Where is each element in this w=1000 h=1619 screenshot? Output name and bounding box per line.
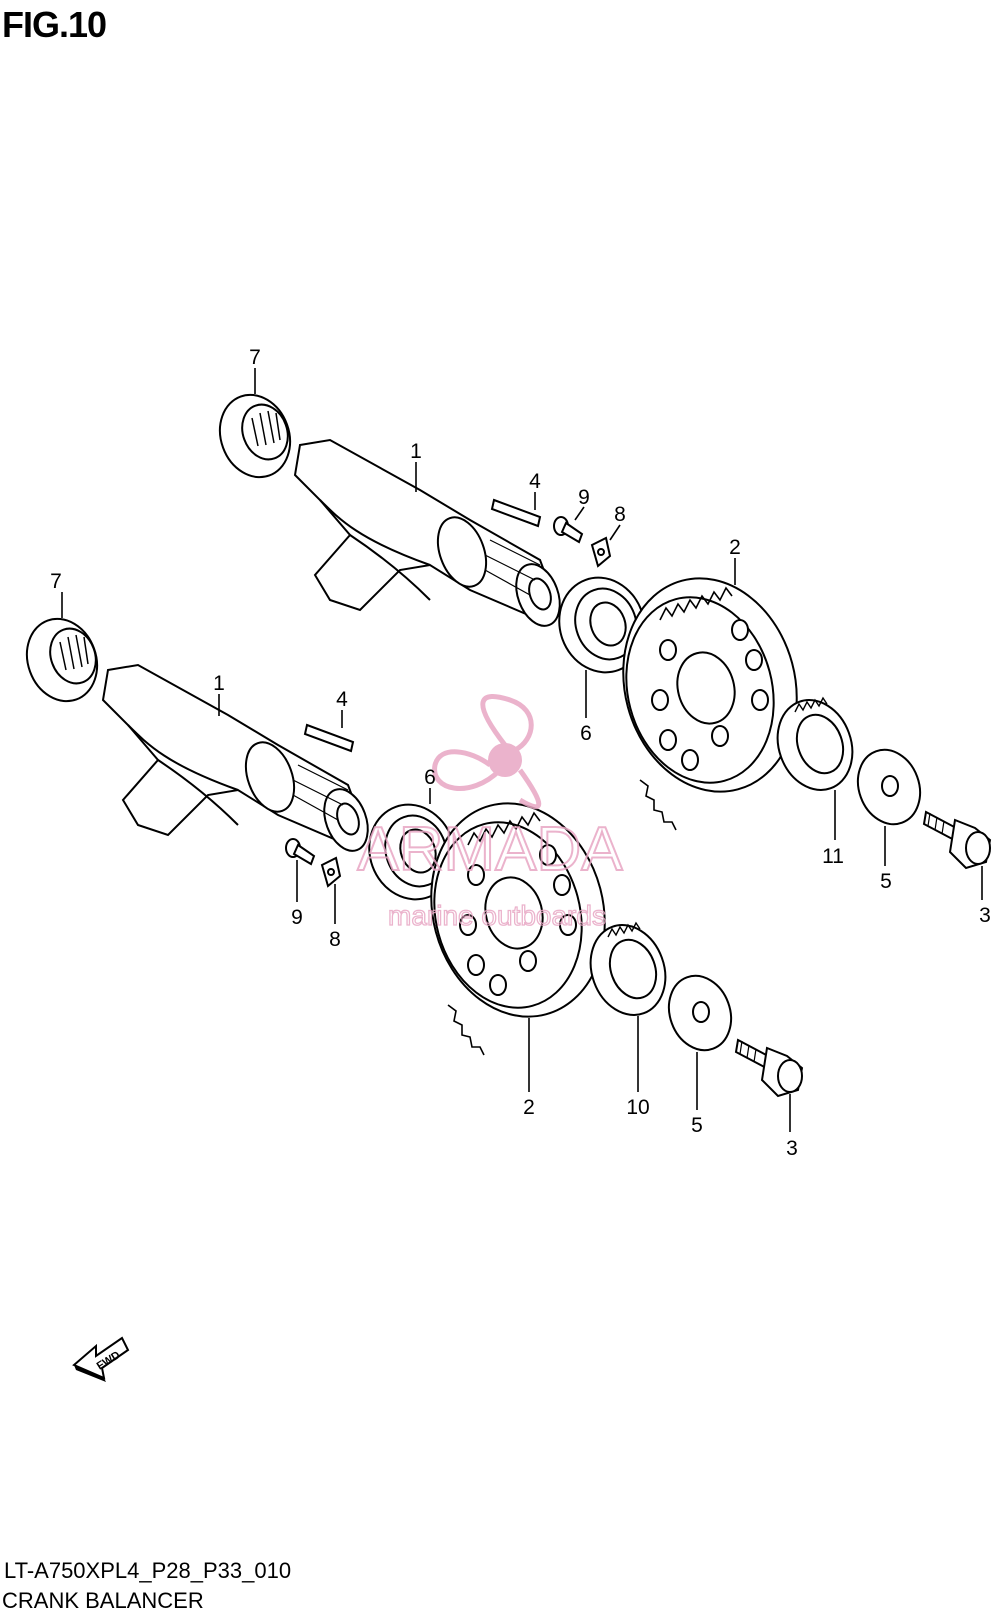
lower-plate bbox=[320, 856, 342, 888]
section-name: CRANK BALANCER bbox=[2, 1588, 204, 1613]
leader-lines bbox=[61, 368, 983, 1132]
callout-lower-washer: 5 bbox=[691, 1114, 703, 1137]
callout-lower-spline-gear: 10 bbox=[626, 1096, 649, 1119]
model-code: LT-A750XPL4_P28_P33_010 bbox=[4, 1558, 292, 1583]
watermark-brand: ARMADA bbox=[357, 815, 623, 884]
upper-key bbox=[490, 498, 542, 528]
figure-title: FIG.10 bbox=[2, 4, 107, 45]
lower-spline-gear bbox=[589, 921, 667, 1016]
lower-balancer-gear bbox=[430, 802, 606, 1056]
callout-upper-plate: 8 bbox=[614, 503, 626, 526]
callout-lower-key: 4 bbox=[336, 688, 348, 711]
watermark-tagline: marine outboards bbox=[388, 900, 606, 931]
callout-upper-bearing: 7 bbox=[249, 346, 261, 369]
callout-lower-bolt: 3 bbox=[786, 1137, 798, 1160]
upper-balancer-shaft bbox=[293, 438, 561, 627]
lower-key bbox=[303, 723, 355, 753]
upper-flange-bolt bbox=[922, 810, 992, 870]
upper-needle-bearing bbox=[218, 393, 292, 479]
watermark-logo: ARMADA marine outboards bbox=[356, 694, 624, 932]
lower-flange-bolt bbox=[734, 1038, 804, 1098]
upper-plate bbox=[590, 536, 612, 568]
callout-upper-small-bolt: 9 bbox=[578, 486, 590, 509]
callout-upper-key: 4 bbox=[529, 470, 541, 493]
lower-washer bbox=[667, 974, 733, 1052]
upper-spline-gear bbox=[776, 696, 854, 791]
callout-upper-bolt: 3 bbox=[979, 904, 991, 927]
callout-lower-plate: 8 bbox=[329, 928, 341, 951]
upper-balancer-gear bbox=[622, 577, 798, 831]
callout-lower-gear: 2 bbox=[523, 1096, 535, 1119]
upper-ball-bearing bbox=[558, 576, 646, 674]
lower-needle-bearing bbox=[25, 617, 99, 703]
upper-small-bolt bbox=[553, 516, 584, 544]
callout-upper-gear: 2 bbox=[729, 536, 741, 559]
upper-washer bbox=[856, 748, 922, 826]
callout-lower-ball-bearing: 6 bbox=[424, 766, 436, 789]
callout-lower-bearing: 7 bbox=[50, 570, 62, 593]
callout-lower-small-bolt: 9 bbox=[291, 906, 303, 929]
callout-upper-ball-bearing: 6 bbox=[580, 722, 592, 745]
callout-lower-shaft: 1 bbox=[213, 672, 225, 695]
lower-small-bolt bbox=[285, 838, 316, 866]
callout-upper-shaft: 1 bbox=[410, 440, 422, 463]
callout-upper-spline-gear: 11 bbox=[822, 845, 844, 868]
callout-labels: 7 1 4 9 8 6 2 11 5 3 7 1 4 6 9 8 2 10 5 … bbox=[50, 346, 991, 1160]
lower-balancer-shaft bbox=[101, 663, 369, 852]
fwd-arrow-icon: FWD bbox=[72, 1336, 130, 1382]
callout-upper-washer: 5 bbox=[880, 870, 892, 893]
